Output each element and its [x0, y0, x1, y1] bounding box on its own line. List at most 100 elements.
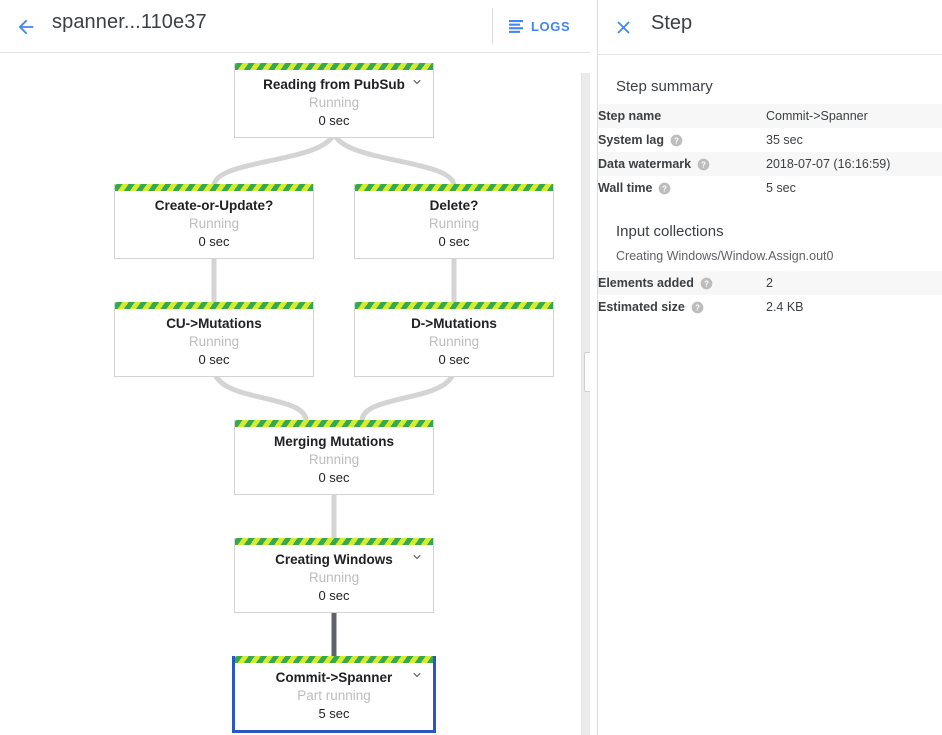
node-status-stripe: [115, 302, 313, 309]
graph-node-reading-from-pubsub[interactable]: Reading from PubSub Running 0 sec: [234, 63, 434, 138]
row-value: 5 sec: [766, 181, 796, 195]
pane-divider: [597, 0, 598, 735]
graph-node-commit-spanner[interactable]: Commit->Spanner Part running 5 sec: [232, 656, 436, 733]
row-label: Wall time: [598, 181, 653, 195]
graph-pane: spanner...110e37 LOGS: [0, 0, 590, 735]
help-circle-icon[interactable]: ?: [691, 301, 704, 314]
back-arrow-icon[interactable]: [8, 9, 44, 45]
row-label-cell: Elements added?: [598, 271, 766, 295]
graph-node-create-or-update[interactable]: Create-or-Update? Running 0 sec: [114, 184, 314, 259]
subject-icon: [509, 20, 523, 33]
node-time: 0 sec: [438, 234, 470, 249]
node-status: Running: [308, 452, 360, 467]
node-title: Create-or-Update?: [154, 198, 274, 213]
panel-header: Step: [598, 0, 942, 55]
node-body: D->Mutations Running 0 sec: [355, 309, 553, 376]
node-status: Running: [308, 570, 360, 585]
vertical-scrollbar-track[interactable]: [581, 73, 590, 735]
node-status-stripe: [115, 184, 313, 191]
graph-node-d-mutations[interactable]: D->Mutations Running 0 sec: [354, 302, 554, 377]
chevron-down-icon[interactable]: [410, 75, 424, 89]
step-summary-table: Step name Commit->Spanner System lag? 35…: [598, 104, 942, 200]
node-status: Running: [428, 334, 480, 349]
svg-text:?: ?: [674, 136, 679, 145]
node-title: Creating Windows: [275, 552, 393, 567]
node-time: 0 sec: [318, 113, 350, 128]
node-status: Running: [428, 216, 480, 231]
chevron-down-icon[interactable]: [410, 550, 424, 564]
step-details-pane: Step Step summary Step name Commit->Span…: [598, 0, 942, 735]
table-row: Step name Commit->Spanner: [598, 104, 942, 128]
input-collections-heading: Input collections: [616, 223, 724, 240]
node-body: Reading from PubSub Running 0 sec: [235, 70, 433, 137]
row-value: Commit->Spanner: [766, 104, 942, 128]
node-time: 0 sec: [198, 352, 230, 367]
chevron-down-icon[interactable]: [410, 668, 424, 682]
node-status-stripe: [355, 302, 553, 309]
node-body: Commit->Spanner Part running 5 sec: [235, 663, 433, 730]
node-status: Running: [188, 216, 240, 231]
row-label: Elements added: [598, 276, 694, 290]
node-title: Commit->Spanner: [275, 670, 393, 685]
node-body: CU->Mutations Running 0 sec: [115, 309, 313, 376]
graph-node-merging-mutations[interactable]: Merging Mutations Running 0 sec: [234, 420, 434, 495]
logs-button[interactable]: LOGS: [508, 12, 570, 40]
page-title: spanner...110e37: [52, 11, 207, 33]
svg-text:?: ?: [663, 184, 668, 193]
table-row: System lag? 35 sec: [598, 128, 942, 152]
node-time: 5 sec: [318, 706, 350, 721]
node-time: 0 sec: [438, 352, 470, 367]
node-time: 0 sec: [318, 588, 350, 603]
help-circle-icon[interactable]: ?: [700, 277, 713, 290]
node-title: Merging Mutations: [274, 434, 394, 449]
graph-node-creating-windows[interactable]: Creating Windows Running 0 sec: [234, 538, 434, 613]
row-value: 35 sec: [766, 133, 803, 147]
node-body: Merging Mutations Running 0 sec: [235, 427, 433, 494]
node-time: 0 sec: [198, 234, 230, 249]
svg-text:?: ?: [695, 303, 700, 312]
pipeline-graph-canvas[interactable]: Reading from PubSub Running 0 sec Create…: [0, 53, 590, 735]
row-value: 2.4 KB: [766, 300, 804, 314]
row-label-cell: Estimated size?: [598, 295, 766, 319]
node-status: Part running: [297, 688, 371, 703]
row-label-cell: System lag?: [598, 128, 766, 152]
help-circle-icon[interactable]: ?: [697, 158, 710, 171]
graph-node-delete[interactable]: Delete? Running 0 sec: [354, 184, 554, 259]
node-time: 0 sec: [318, 470, 350, 485]
node-status-stripe: [235, 538, 433, 545]
node-status-stripe: [355, 184, 553, 191]
row-value: 2: [766, 271, 942, 295]
row-label: Data watermark: [598, 157, 692, 171]
logs-label: LOGS: [531, 18, 571, 34]
step-summary-heading: Step summary: [616, 78, 713, 95]
vertical-scrollbar-thumb[interactable]: [584, 352, 590, 392]
panel-title: Step: [651, 12, 693, 34]
node-status: Running: [308, 95, 360, 110]
row-label-cell: Wall time?: [598, 176, 766, 200]
row-value: 2018-07-07 (16:16:59): [766, 152, 942, 176]
graph-node-cu-mutations[interactable]: CU->Mutations Running 0 sec: [114, 302, 314, 377]
table-row: Elements added? 2: [598, 271, 942, 295]
node-title: Reading from PubSub: [263, 77, 405, 92]
help-circle-icon[interactable]: ?: [670, 134, 683, 147]
row-label: System lag: [598, 133, 665, 147]
node-body: Creating Windows Running 0 sec: [235, 545, 433, 612]
node-title: CU->Mutations: [166, 316, 262, 331]
close-icon[interactable]: [606, 10, 640, 44]
node-status-stripe: [235, 420, 433, 427]
svg-text:?: ?: [701, 160, 706, 169]
table-row: Wall time? 5 sec: [598, 176, 942, 200]
node-status-stripe: [235, 63, 433, 70]
table-row: Data watermark? 2018-07-07 (16:16:59): [598, 152, 942, 176]
input-collection-name: Creating Windows/Window.Assign.out0: [616, 249, 834, 263]
row-label: Estimated size: [598, 300, 685, 314]
help-circle-icon[interactable]: ?: [658, 182, 671, 195]
top-app-bar: spanner...110e37 LOGS: [0, 0, 590, 53]
row-label-cell: Step name: [598, 104, 766, 128]
node-body: Create-or-Update? Running 0 sec: [115, 191, 313, 258]
row-label: Step name: [598, 109, 662, 123]
svg-text:?: ?: [704, 279, 709, 288]
toolbar-divider: [492, 8, 493, 44]
node-title: D->Mutations: [411, 316, 497, 331]
